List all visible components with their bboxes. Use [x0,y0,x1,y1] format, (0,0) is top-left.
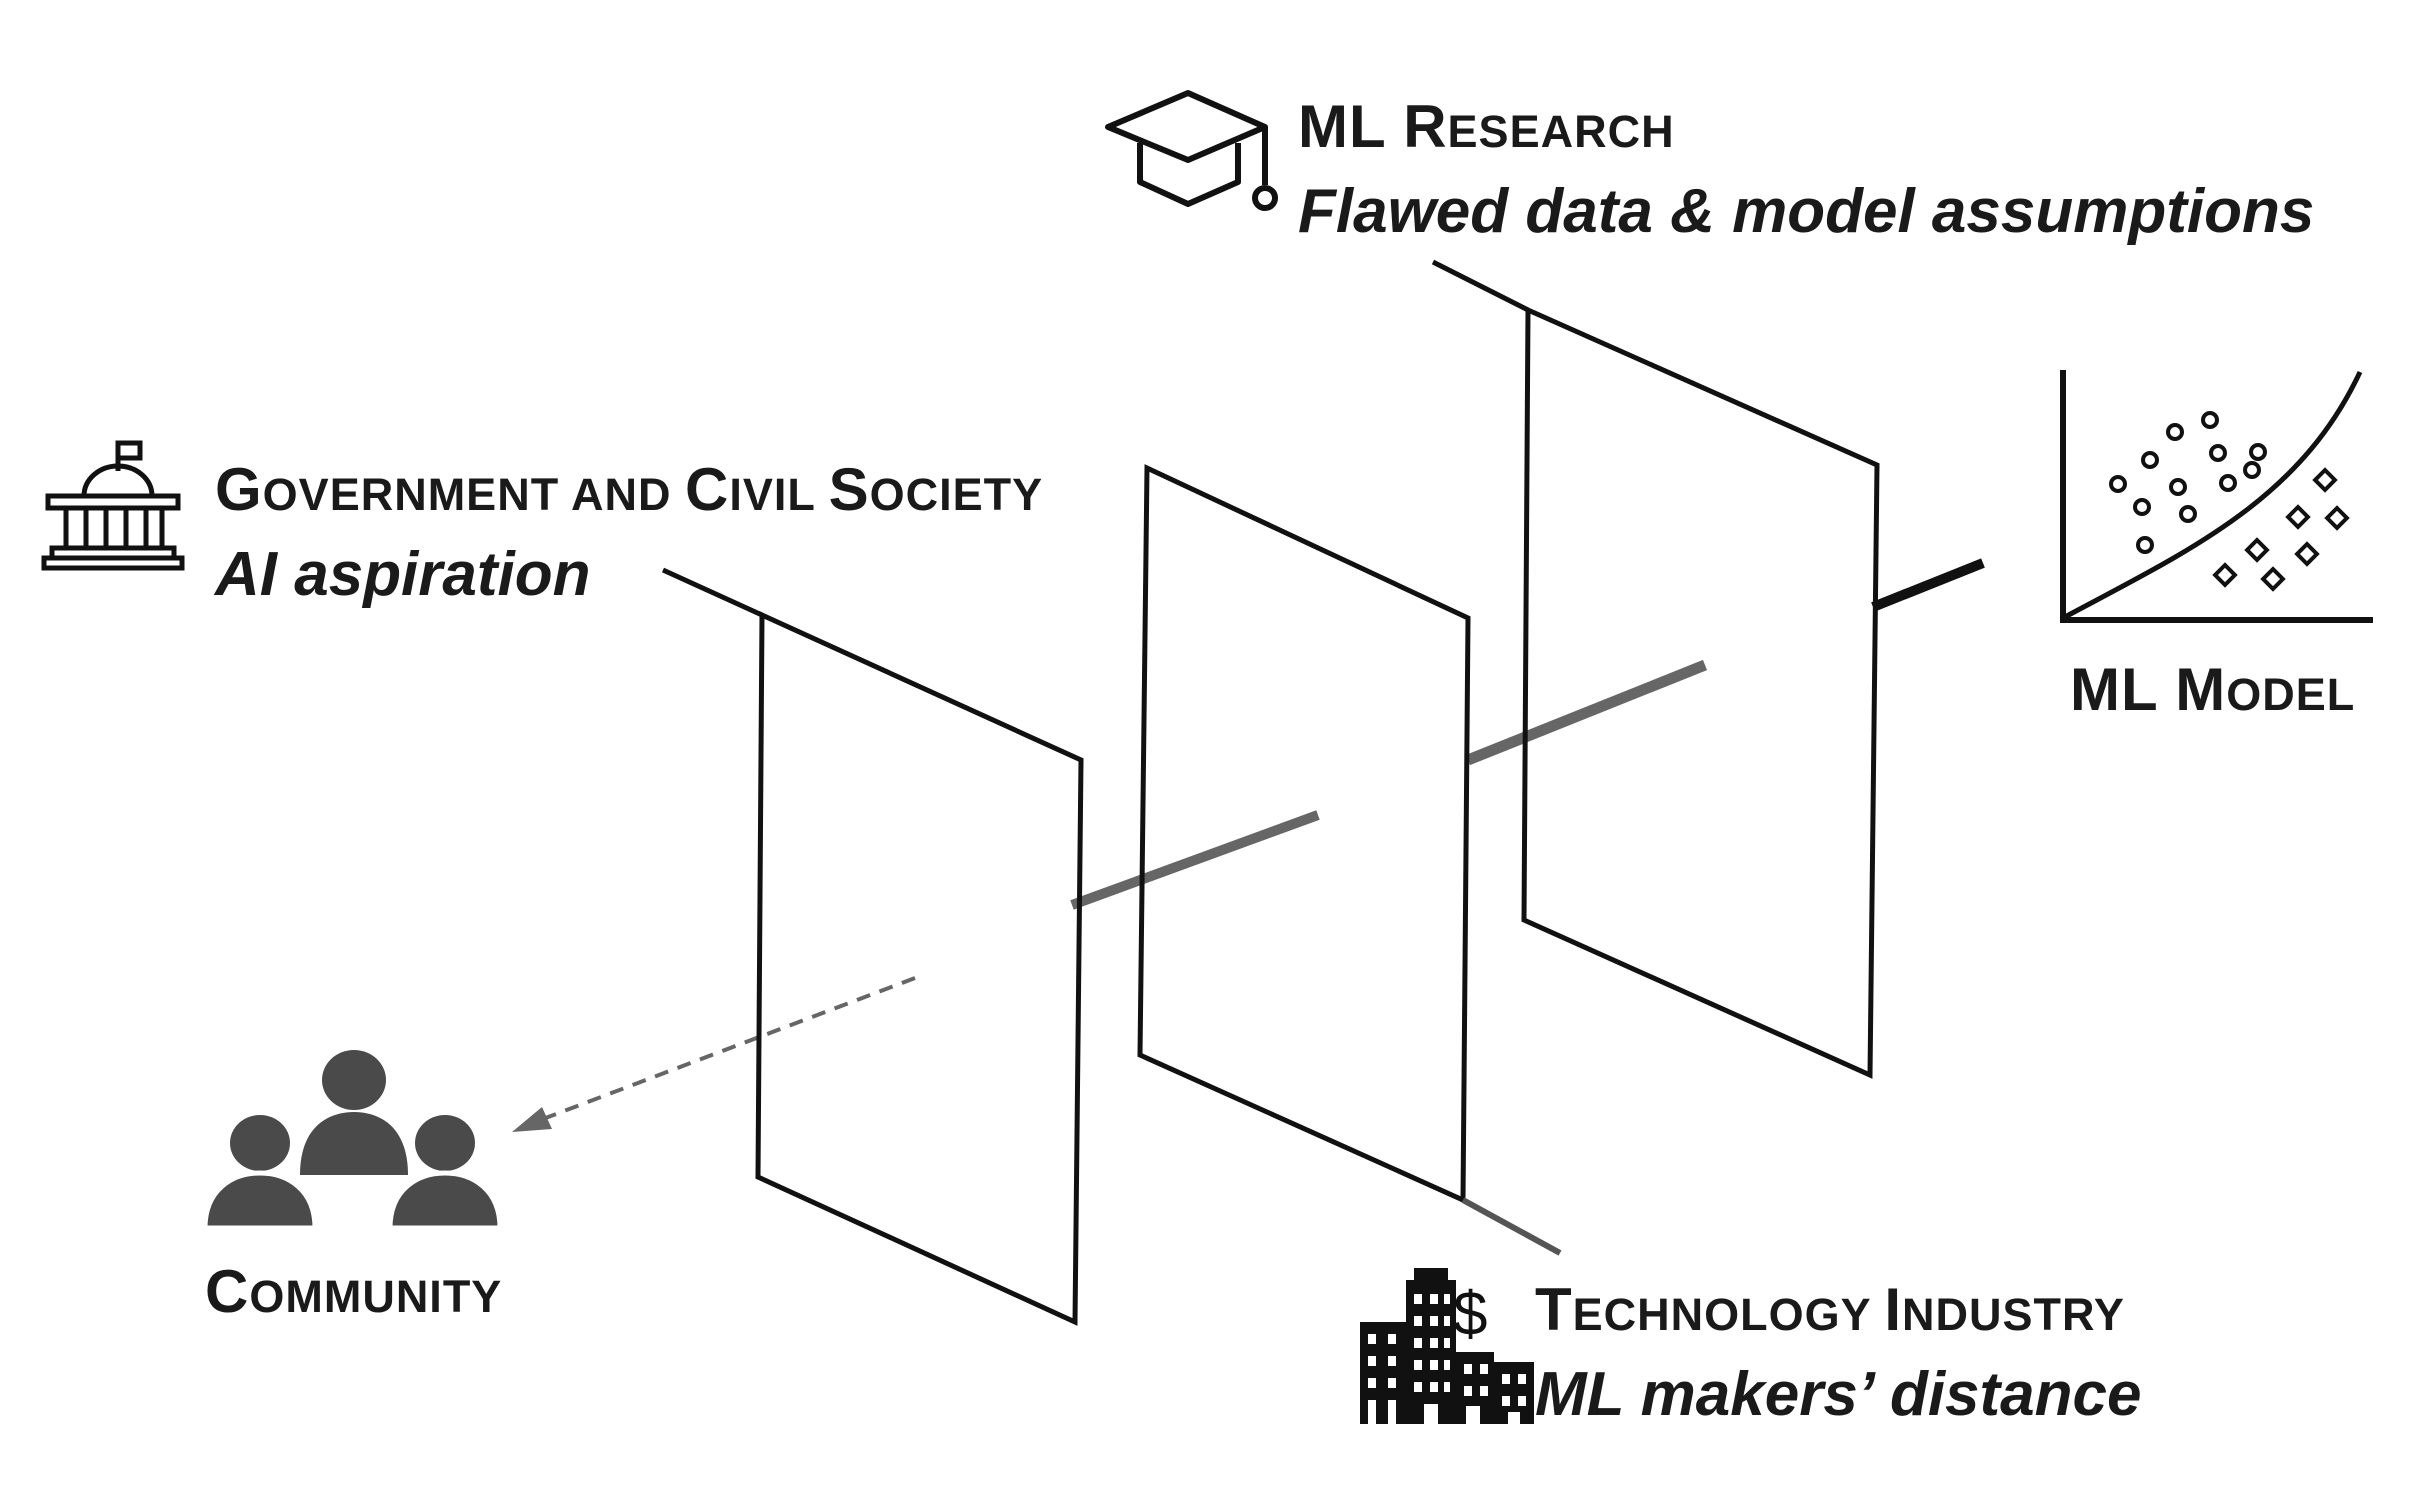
city-buildings-dollar-icon: $ [1360,1268,1534,1424]
scatter-plot-icon [2060,370,2373,623]
axis-segment-2 [1465,659,1708,766]
ml-research-title-initial: ML R [1298,93,1448,160]
government-subtitle: AI aspiration [213,540,591,609]
svg-text:ML RESEARCH: ML RESEARCH [1298,93,1675,160]
axis-segment-1 [1070,810,1320,910]
filter-panel-research [1521,306,1880,1079]
technology-rest-2: NDUSTRY [1902,1289,2125,1340]
ml-model-initial: ML M [2070,656,2226,723]
community-initial: C [205,1258,249,1325]
filter-panel-technology [1137,464,1471,1204]
ml-research-title-rest: ESEARCH [1448,106,1675,157]
government-rest-2: IVIL [729,469,828,520]
government-initial-g: G [215,456,263,523]
government-rest-1: OVERNMENT AND [263,469,685,520]
government-building-icon [41,440,185,571]
dollar-sign-icon: $ [1453,1280,1487,1349]
government-initial-c: C [685,456,729,523]
technology-subtitle: ML makers’ distance [1535,1360,2142,1429]
svg-text:TECHNOLOGY INDUSTRY: TECHNOLOGY INDUSTRY [1535,1276,2125,1343]
arrow-head [512,1107,552,1132]
svg-text:COMMUNITY: COMMUNITY [205,1258,502,1325]
panel-connector-government [661,567,764,618]
technology-initial-t: T [1535,1276,1573,1343]
dashed-arrow [534,976,916,1124]
svg-text:ML MODEL: ML MODEL [2070,656,2355,723]
filter-panel-government [755,611,1084,1326]
community-rest: OMMUNITY [249,1271,502,1322]
ml-model-rest: ODEL [2226,669,2355,720]
axis-segment-3 [1871,558,1985,612]
ml-research-subtitle: Flawed data & model assumptions [1298,177,2314,246]
technology-initial-i: I [1884,1276,1902,1343]
scatter-diamonds [2212,467,2350,592]
scatter-circles [2109,411,2267,554]
government-rest-3: OCIETY [870,469,1044,520]
people-group-icon [202,1050,503,1231]
panel-connector-technology [1461,1197,1562,1256]
government-initial-s: S [829,456,870,523]
svg-text:GOVERNMENT AND CIVIL SOCIETY: GOVERNMENT AND CIVIL SOCIETY [215,456,1043,523]
panel-connector-research [1431,259,1530,313]
technology-rest-1: ECHNOLOGY [1573,1289,1885,1340]
graduation-cap-icon [1105,90,1278,211]
